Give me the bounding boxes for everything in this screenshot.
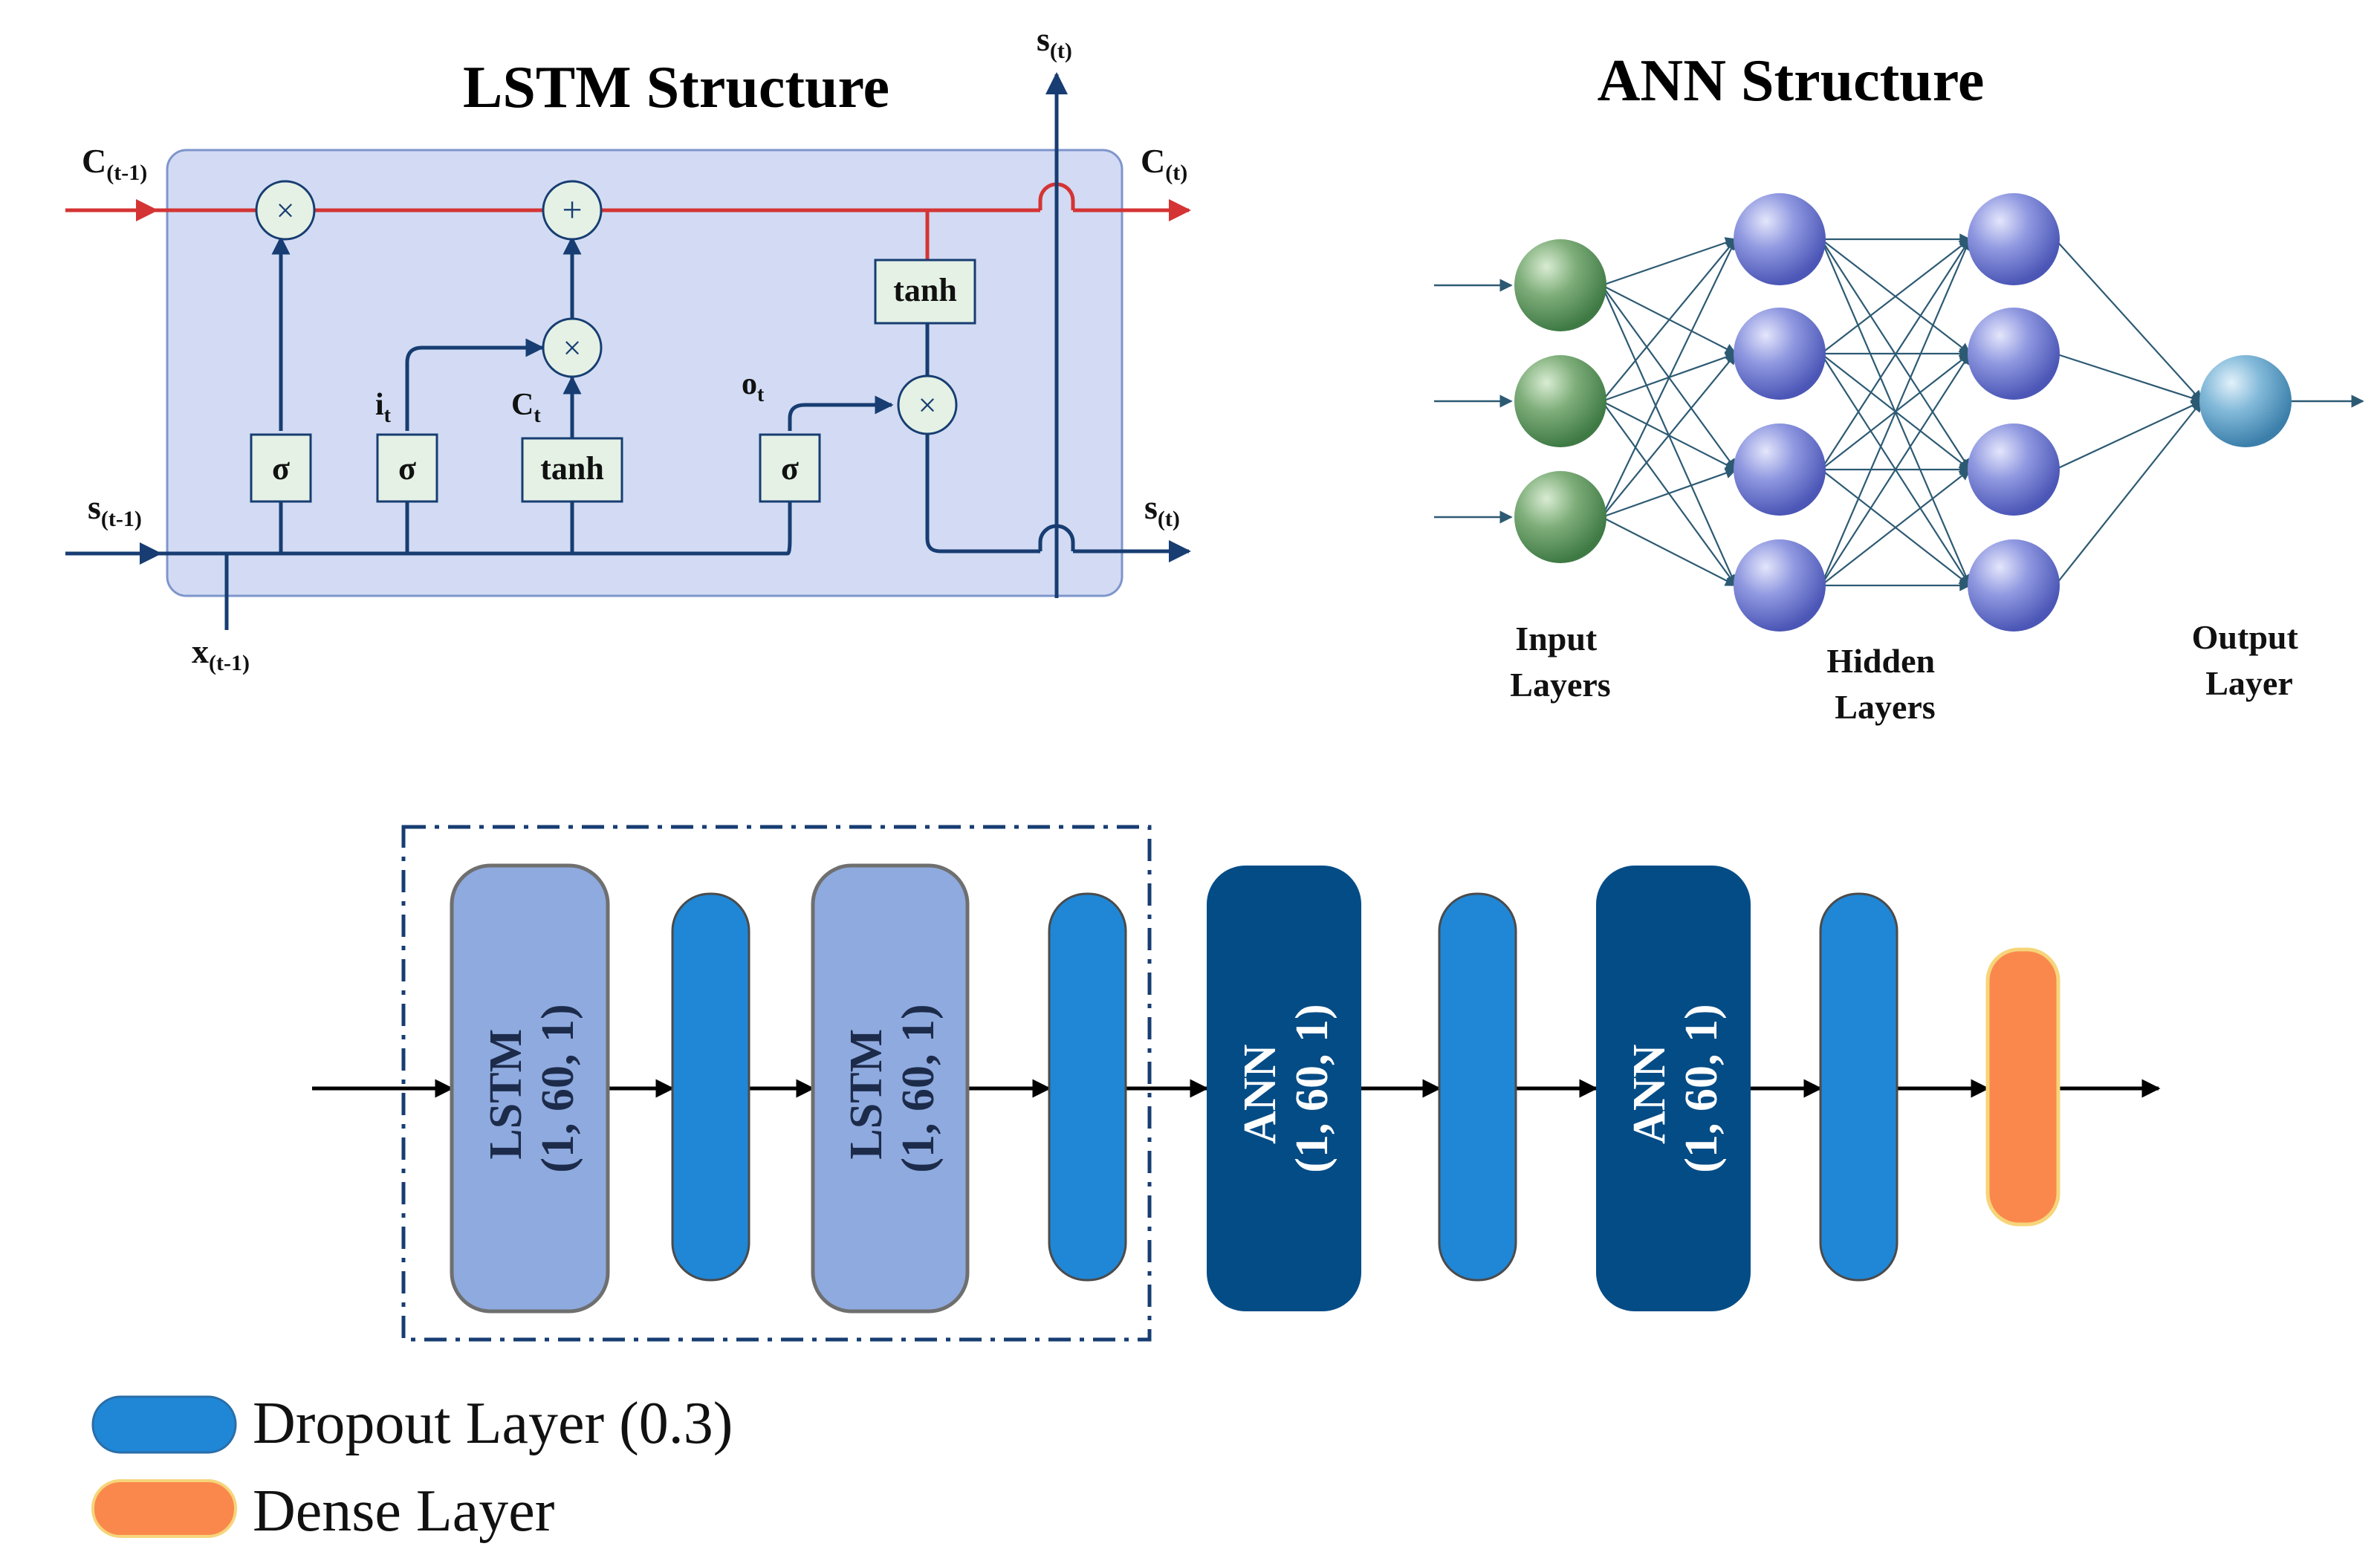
ann-connection (2055, 400, 2203, 470)
svg-text:σ: σ (398, 450, 416, 487)
svg-text:ANN (1, 60, 1): ANN (1, 60, 1) (1624, 1004, 1727, 1172)
ann-connection (1820, 469, 1971, 586)
lstm-layer-2: LSTM (1, 60, 1) (811, 863, 970, 1314)
input-gate-box: σ (376, 433, 438, 503)
forget-multiply: × (255, 180, 316, 241)
ann-layer-2: ANN (1, 60, 1) (1596, 866, 1751, 1311)
s-top-label: s(t) (1037, 20, 1072, 63)
ann-connection (1601, 237, 1737, 287)
forget-gate-box: σ (250, 433, 312, 503)
legend-dropout: Dropout Layer (0.3) (91, 1391, 733, 1456)
ann-connection (1820, 352, 1971, 586)
lstm-layer-1: LSTM (1, 60, 1) (450, 863, 610, 1314)
svg-text:tanh: tanh (540, 450, 604, 487)
o-gate-label: ot (742, 367, 765, 406)
svg-text:σ: σ (781, 450, 799, 487)
i-gate-label: it (375, 388, 392, 427)
c-prev-label: C(t-1) (82, 142, 147, 185)
ann-structure: ANN Structure Input Layers Hidden Layers… (1434, 48, 2364, 726)
svg-text:tanh: tanh (893, 272, 957, 308)
ann-hidden2-neuron (1968, 193, 2060, 285)
ann-neurons (1514, 193, 2292, 632)
svg-text:×: × (276, 192, 295, 229)
svg-text:LSTM (1, 60, 1): LSTM (1, 60, 1) (481, 1004, 583, 1172)
ann-hidden2-neuron (1968, 539, 2060, 632)
dropout-layer-2 (1048, 892, 1127, 1282)
cell-tanh-box: tanh (874, 259, 976, 325)
svg-text:Dropout Layer (0.3): Dropout Layer (0.3) (253, 1391, 733, 1456)
ann-connection (2055, 352, 2203, 404)
ann-hidden1-neuron (1734, 308, 1826, 400)
ann-hidden2-neuron (1968, 423, 2060, 516)
ann-layer-1: ANN (1, 60, 1) (1207, 866, 1361, 1311)
ann-connection (2054, 400, 2203, 586)
svg-text:ANN (1, 60, 1): ANN (1, 60, 1) (1235, 1004, 1337, 1172)
ann-connection (1820, 238, 1971, 586)
lstm-structure: LSTM Structure (65, 20, 1191, 675)
ann-connection (1820, 238, 1971, 354)
ann-output-neuron (2199, 355, 2292, 447)
dense-layer (1985, 947, 2060, 1227)
lstm-title: LSTM Structure (463, 55, 889, 120)
ann-connection (2054, 238, 2203, 403)
s-next-label: s(t) (1144, 488, 1180, 531)
model-architecture: LSTM (1, 60, 1) LSTM (1, 60, 1) ANN (1, … (312, 825, 2161, 1342)
x-input-label: x(t-1) (192, 632, 250, 675)
candidate-tanh-box: tanh (521, 437, 623, 503)
dropout-layer-1 (671, 892, 750, 1282)
ann-connection (1601, 467, 1737, 519)
ann-connection (1601, 238, 1737, 402)
c-next-label: C(t) (1141, 142, 1187, 185)
dropout-layer-4 (1819, 892, 1899, 1282)
input-layers-label: Input Layers (1510, 620, 1610, 704)
output-gate-box: σ (759, 433, 821, 503)
ct-label: Ct (511, 388, 541, 427)
ann-connection (1601, 238, 1737, 518)
ann-title: ANN Structure (1598, 48, 1985, 114)
hidden-layers-label: Hidden Layers (1826, 642, 1943, 726)
cell-add: + (542, 180, 603, 241)
legend: Dropout Layer (0.3) Dense Layer (91, 1391, 733, 1544)
ann-hidden1-neuron (1734, 193, 1826, 285)
svg-text:LSTM (1, 60, 1): LSTM (1, 60, 1) (841, 1004, 944, 1172)
ann-connections (1601, 233, 2203, 591)
ann-connection (1601, 516, 1737, 586)
lstm-group-boundary (401, 825, 1152, 1342)
svg-text:σ: σ (272, 450, 290, 487)
ann-hidden1-neuron (1734, 423, 1826, 516)
ann-input-neuron (1514, 239, 1606, 331)
output-layer-label: Output Layer (2192, 618, 2307, 702)
dropout-layer-3 (1438, 892, 1517, 1282)
svg-text:Dense Layer: Dense Layer (253, 1478, 554, 1544)
ann-input-arrows (1434, 279, 2364, 524)
svg-text:×: × (563, 330, 582, 366)
output-multiply: × (897, 374, 958, 435)
ann-connection (1820, 238, 1971, 470)
svg-text:+: + (562, 190, 582, 230)
legend-dense: Dense Layer (91, 1478, 554, 1544)
ann-input-neuron (1514, 355, 1606, 447)
svg-text:×: × (918, 387, 937, 423)
ann-input-neuron (1514, 471, 1606, 563)
ann-hidden2-neuron (1968, 308, 2060, 400)
input-multiply: × (542, 317, 603, 378)
s-prev-label: s(t-1) (88, 488, 142, 531)
ann-connection (1601, 352, 1737, 518)
ann-hidden1-neuron (1734, 539, 1826, 632)
